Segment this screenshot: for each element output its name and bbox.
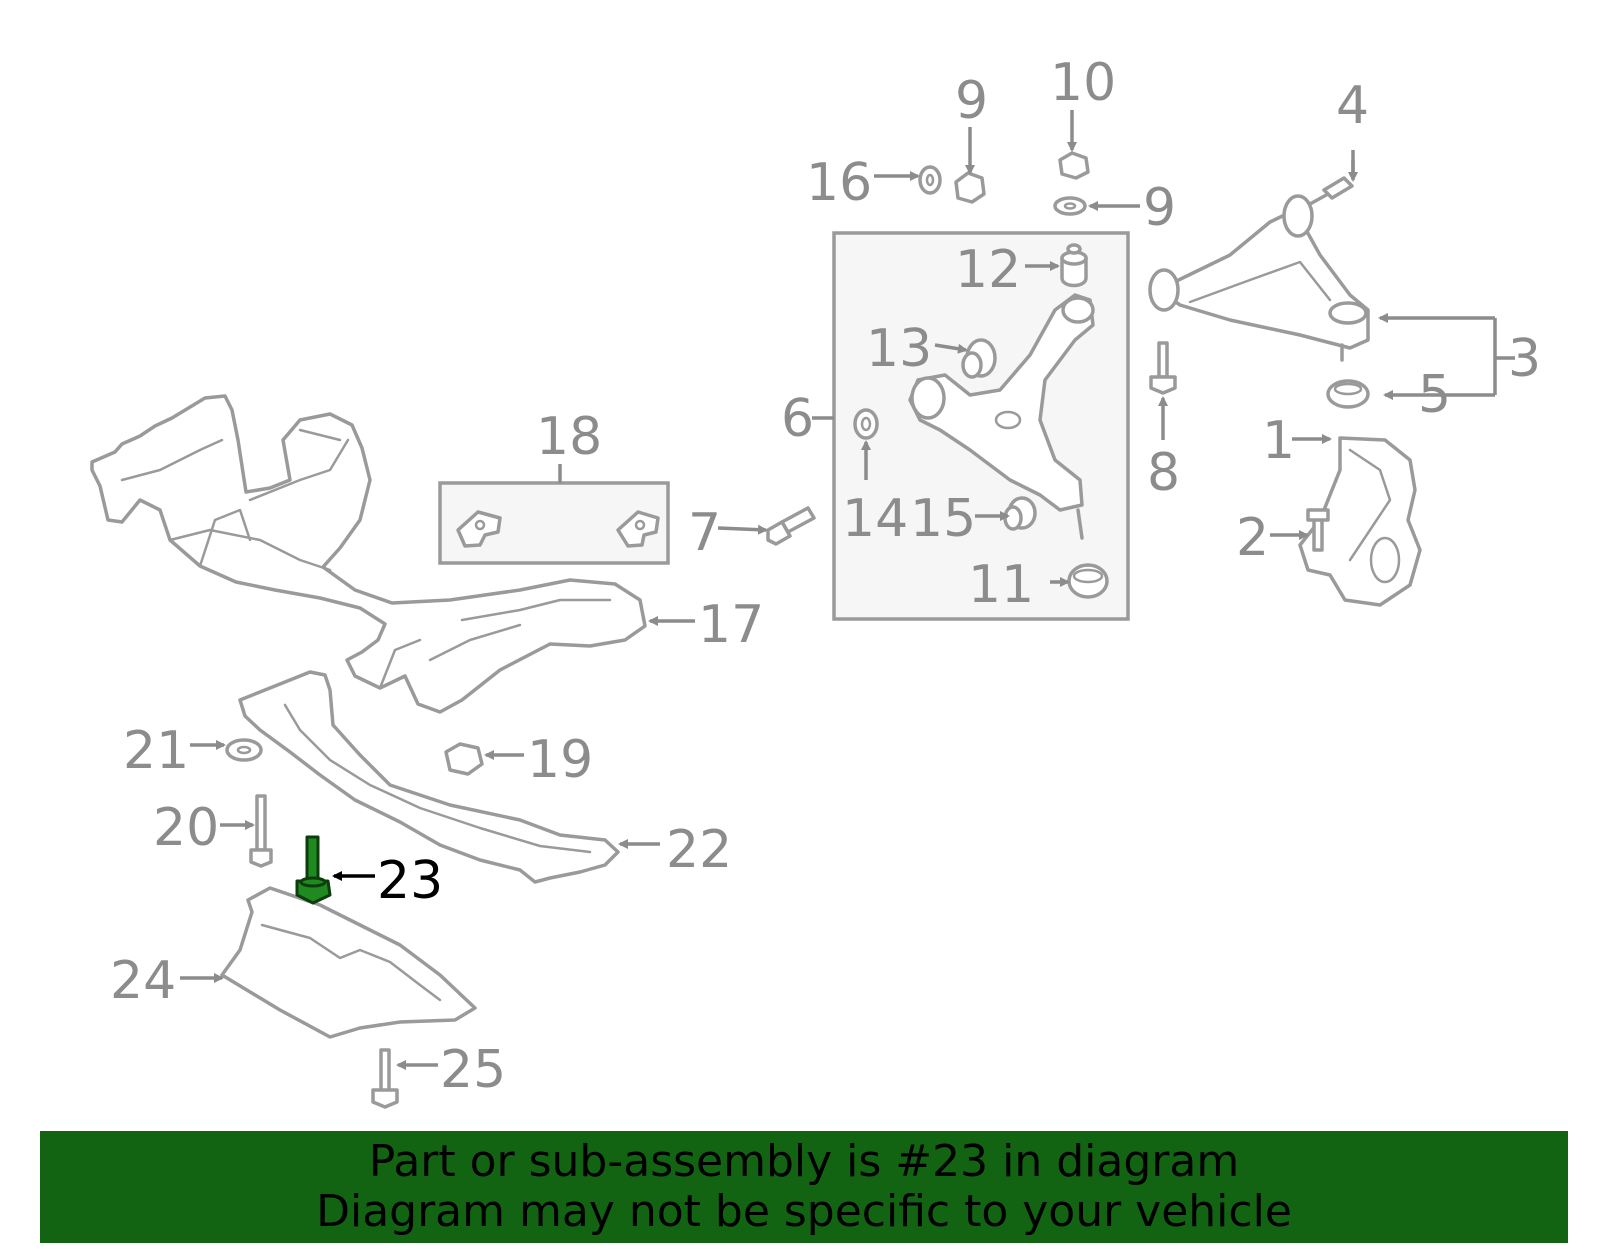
bolt-25-part[interactable] [371,1048,399,1109]
washer-9b-part[interactable] [1053,196,1087,216]
footer-line-disclaimer: Diagram may not be specific to your vehi… [316,1186,1292,1237]
label-16[interactable]: 16 [806,153,872,213]
bracket-18-left-part[interactable] [456,510,502,548]
label-21[interactable]: 21 [123,721,189,781]
washer-21-part[interactable] [225,738,263,762]
label-17[interactable]: 17 [698,595,764,655]
label-15[interactable]: 15 [910,489,976,549]
label-13[interactable]: 13 [866,319,932,379]
bushing-13-part[interactable] [961,338,997,379]
label-19[interactable]: 19 [527,730,593,790]
crossmember-part[interactable] [90,394,647,714]
upper-control-arm-part[interactable] [1148,194,1370,362]
label-20[interactable]: 20 [153,798,219,858]
washer-14-part[interactable] [853,408,879,440]
nut-10-part[interactable] [1058,151,1090,180]
footer-line-part-number: Part or sub-assembly is #23 in diagram [368,1136,1240,1187]
label-25[interactable]: 25 [440,1040,506,1100]
bolt-7-part[interactable] [766,506,816,546]
footer-banner: Part or sub-assembly is #23 in diagram D… [40,1131,1568,1243]
nut-19-part[interactable] [444,742,484,776]
lower-control-arm-part[interactable] [908,293,1095,540]
label-23-highlighted[interactable]: 23 [377,851,443,911]
label-22[interactable]: 22 [666,820,732,880]
nut-9a-part[interactable] [954,171,986,204]
label-14[interactable]: 14 [842,489,908,549]
bolt-23-part-highlighted[interactable] [295,835,332,905]
lower-brace-part[interactable] [238,670,620,884]
label-3[interactable]: 3 [1508,329,1541,389]
part-labels: 1 2 3 4 5 6 7 8 9 9 10 11 12 13 14 15 16… [110,53,1541,1100]
label-11[interactable]: 11 [968,555,1034,615]
bolt-2-part[interactable] [1306,508,1330,552]
label-12[interactable]: 12 [955,240,1021,300]
bolt-20-part[interactable] [249,794,273,868]
mount-11-part[interactable] [1067,563,1109,599]
label-5[interactable]: 5 [1418,365,1451,425]
label-9a[interactable]: 9 [955,71,988,131]
bolt-4-part[interactable] [1308,176,1354,206]
label-4[interactable]: 4 [1336,76,1369,136]
steering-knuckle-part[interactable] [1298,436,1422,607]
label-18[interactable]: 18 [536,407,602,467]
callout-arrows [180,110,1515,1070]
label-8[interactable]: 8 [1147,443,1180,503]
label-10[interactable]: 10 [1050,53,1116,113]
washer-16-part[interactable] [918,165,942,195]
label-1[interactable]: 1 [1262,411,1295,471]
label-6[interactable]: 6 [781,389,814,449]
bracket-18-right-part[interactable] [616,510,660,548]
label-24[interactable]: 24 [110,951,176,1011]
label-7[interactable]: 7 [688,503,721,563]
bushing-5-part[interactable] [1326,379,1370,409]
under-cover-part[interactable] [220,886,477,1039]
mount-12-part[interactable] [1060,243,1088,288]
bolt-8-part[interactable] [1149,341,1177,395]
label-9b[interactable]: 9 [1143,178,1176,238]
label-2[interactable]: 2 [1236,508,1269,568]
